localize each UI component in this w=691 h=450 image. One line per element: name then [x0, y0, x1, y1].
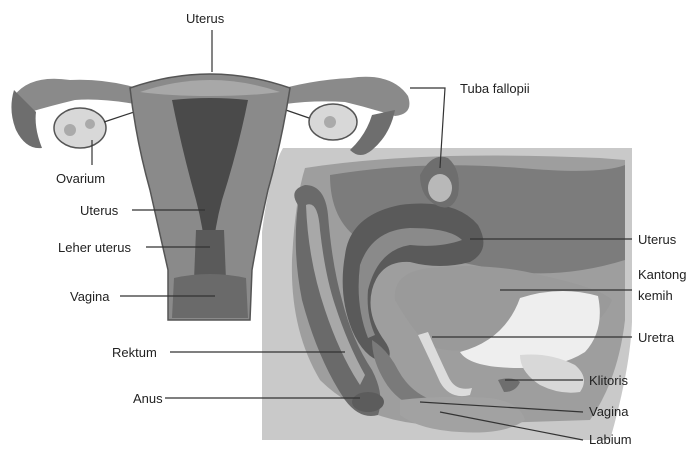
- left-follicle-1: [64, 124, 76, 136]
- label-vagina-front: Vagina: [70, 289, 110, 304]
- label-uretra: Uretra: [638, 330, 675, 345]
- label-anus: Anus: [133, 391, 163, 406]
- label-vagina-side: Vagina: [589, 404, 629, 419]
- label-labium: Labium: [589, 432, 632, 447]
- cervix-shape: [194, 230, 226, 280]
- left-ovary-shape: [54, 108, 106, 148]
- label-uterus-top: Uterus: [186, 11, 225, 26]
- label-klitoris: Klitoris: [589, 373, 629, 388]
- ovary-side-shape: [428, 174, 452, 202]
- label-kantong-line1: Kantong: [638, 267, 686, 282]
- anus-shape: [352, 392, 384, 412]
- label-kantong-line2: kemih: [638, 288, 673, 303]
- label-leher-uterus: Leher uterus: [58, 240, 131, 255]
- label-uterus-front: Uterus: [80, 203, 119, 218]
- label-rektum: Rektum: [112, 345, 157, 360]
- left-tube-shape: [13, 79, 150, 112]
- label-ovarium: Ovarium: [56, 171, 105, 186]
- left-follicle-2: [85, 119, 95, 129]
- right-follicle: [324, 116, 336, 128]
- label-tuba-fallopii: Tuba fallopii: [460, 81, 530, 96]
- sagittal-view: [262, 148, 632, 440]
- label-uterus-side: Uterus: [638, 232, 677, 247]
